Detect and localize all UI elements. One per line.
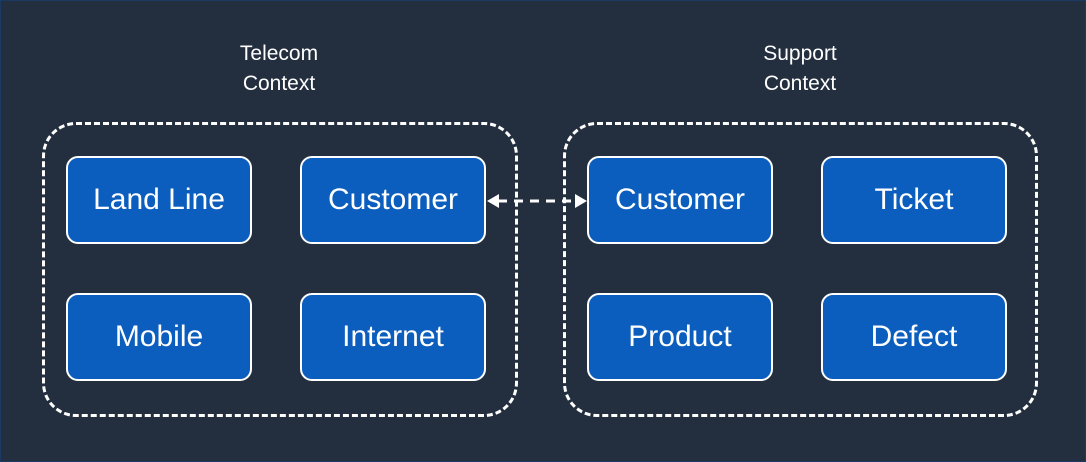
support-context-boundary: [563, 122, 1038, 417]
support-ticket-entity[interactable]: Ticket: [821, 156, 1007, 244]
support-defect-entity[interactable]: Defect: [821, 293, 1007, 381]
telecom-context-boundary: [42, 122, 518, 417]
support-context-title: Support Context: [763, 42, 837, 95]
telecom-mobile-entity[interactable]: Mobile: [66, 293, 252, 381]
support-customer-entity[interactable]: Customer: [587, 156, 773, 244]
telecom-internet-entity[interactable]: Internet: [300, 293, 486, 381]
support-product-entity[interactable]: Product: [587, 293, 773, 381]
telecom-customer-entity[interactable]: Customer: [300, 156, 486, 244]
telecom-context-title: Telecom Context: [239, 42, 319, 95]
telecom-land-line-entity[interactable]: Land Line: [66, 156, 252, 244]
